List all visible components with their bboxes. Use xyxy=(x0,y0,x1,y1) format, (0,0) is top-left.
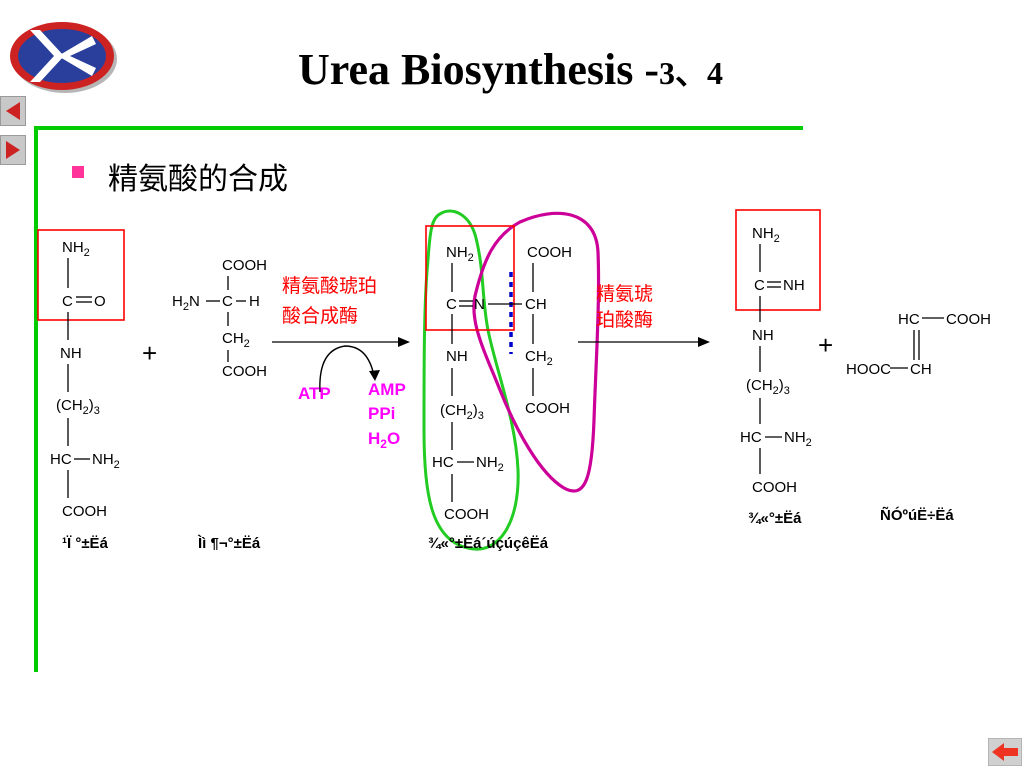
svg-text:(CH2)3: (CH2)3 xyxy=(56,397,100,417)
reaction-1: 精氨酸琥珀 酸合成酶 ATP AMP PPi H2O xyxy=(272,275,410,451)
svg-text:NH2: NH2 xyxy=(752,225,780,245)
svg-text:NH: NH xyxy=(446,348,468,365)
svg-text:CH: CH xyxy=(910,361,932,378)
triangle-right-icon xyxy=(6,141,20,159)
citrulline-label: ¹Ï °±Ëá xyxy=(62,535,109,552)
svg-text:HC: HC xyxy=(432,454,454,471)
reaction-2: 精氨琥 珀酸酶 xyxy=(578,283,710,347)
aspartate-structure: COOH H2N C H CH2 COOH Ìì ¶¬°±Ëá xyxy=(172,257,267,552)
svg-text:COOH: COOH xyxy=(444,506,489,523)
svg-text:CH2: CH2 xyxy=(222,330,250,350)
arginine-structure: NH2 C NH NH (CH2)3 HC NH2 COOH ¾«°±Ëá xyxy=(735,209,821,527)
svg-text:NH: NH xyxy=(752,327,774,344)
argininosuccinate-label: ¾«°±Ëá´úçúçêËá xyxy=(428,535,549,552)
svg-text:H2N: H2N xyxy=(172,293,200,313)
svg-text:HC: HC xyxy=(50,451,72,468)
svg-text:CH: CH xyxy=(525,296,547,313)
svg-text:NH: NH xyxy=(783,277,805,294)
svg-text:COOH: COOH xyxy=(752,479,797,496)
h2o-label: H2O xyxy=(368,429,400,451)
enzyme-2-line2: 珀酸酶 xyxy=(596,309,653,331)
enzyme-2-line1: 精氨琥 xyxy=(596,283,653,305)
triangle-left-icon xyxy=(6,102,20,120)
fumarate-label: ÑÓºúË÷Ëá xyxy=(880,506,954,524)
aspartate-label: Ìì ¶¬°±Ëá xyxy=(197,535,261,552)
cofactor-curve-arrow xyxy=(319,345,375,393)
svg-text:NH2: NH2 xyxy=(92,451,120,471)
svg-text:NH: NH xyxy=(60,345,82,362)
enzyme-1-line1: 精氨酸琥珀 xyxy=(282,275,377,297)
svg-text:C: C xyxy=(62,293,73,310)
logo xyxy=(10,22,117,93)
svg-text:COOH: COOH xyxy=(222,257,267,274)
svg-text:COOH: COOH xyxy=(222,363,267,380)
citrulline-highlight-box xyxy=(37,229,125,321)
svg-text:NH2: NH2 xyxy=(446,244,474,264)
plus-sign-2: + xyxy=(818,330,833,360)
magenta-outline-loop xyxy=(472,211,601,493)
svg-text:HOOC: HOOC xyxy=(846,361,891,378)
atp-label: ATP xyxy=(298,384,331,403)
svg-text:NH2: NH2 xyxy=(784,429,812,449)
amp-label: AMP xyxy=(368,380,406,399)
slide-title: Urea Biosynthesis -3、4 xyxy=(298,45,723,94)
svg-text:C: C xyxy=(446,296,457,313)
svg-text:HC: HC xyxy=(740,429,762,446)
citrulline-structure: NH2 C O NH (CH2)3 HC NH2 COOH ¹Ï °±Ëá xyxy=(37,229,125,552)
svg-text:NH2: NH2 xyxy=(476,454,504,474)
return-arrow-icon xyxy=(987,737,1023,767)
svg-text:H: H xyxy=(249,293,260,310)
argininosuccinate-highlight-box xyxy=(425,225,515,331)
bullet-square-icon xyxy=(72,166,84,178)
fumarate-structure: HC COOH HOOC CH ÑÓºúË÷Ëá xyxy=(846,311,991,524)
svg-text:(CH2)3: (CH2)3 xyxy=(746,377,790,397)
arginine-label: ¾«°±Ëá xyxy=(748,510,802,527)
svg-text:N: N xyxy=(474,296,485,313)
return-button[interactable] xyxy=(987,737,1023,767)
enzyme-1-line2: 酸合成酶 xyxy=(282,305,358,327)
svg-text:(CH2)3: (CH2)3 xyxy=(440,402,484,422)
next-slide-button[interactable] xyxy=(0,135,26,165)
svg-text:C: C xyxy=(754,277,765,294)
arginine-highlight-box xyxy=(735,209,821,311)
ppi-label: PPi xyxy=(368,404,395,423)
plus-sign-1: + xyxy=(142,338,157,368)
svg-text:C: C xyxy=(222,293,233,310)
svg-text:CH2: CH2 xyxy=(525,348,553,368)
previous-slide-button[interactable] xyxy=(0,96,26,126)
svg-text:HC: HC xyxy=(898,311,920,328)
argininosuccinate-structure: NH2 C N NH (CH2)3 HC NH2 COOH COOH CH CH… xyxy=(422,209,601,552)
svg-text:COOH: COOH xyxy=(527,244,572,261)
svg-text:NH2: NH2 xyxy=(62,239,90,259)
svg-text:COOH: COOH xyxy=(946,311,991,328)
svg-text:COOH: COOH xyxy=(62,503,107,520)
svg-text:O: O xyxy=(94,293,106,310)
bullet-text: 精氨酸的合成 xyxy=(108,162,288,197)
svg-text:COOH: COOH xyxy=(525,400,570,417)
